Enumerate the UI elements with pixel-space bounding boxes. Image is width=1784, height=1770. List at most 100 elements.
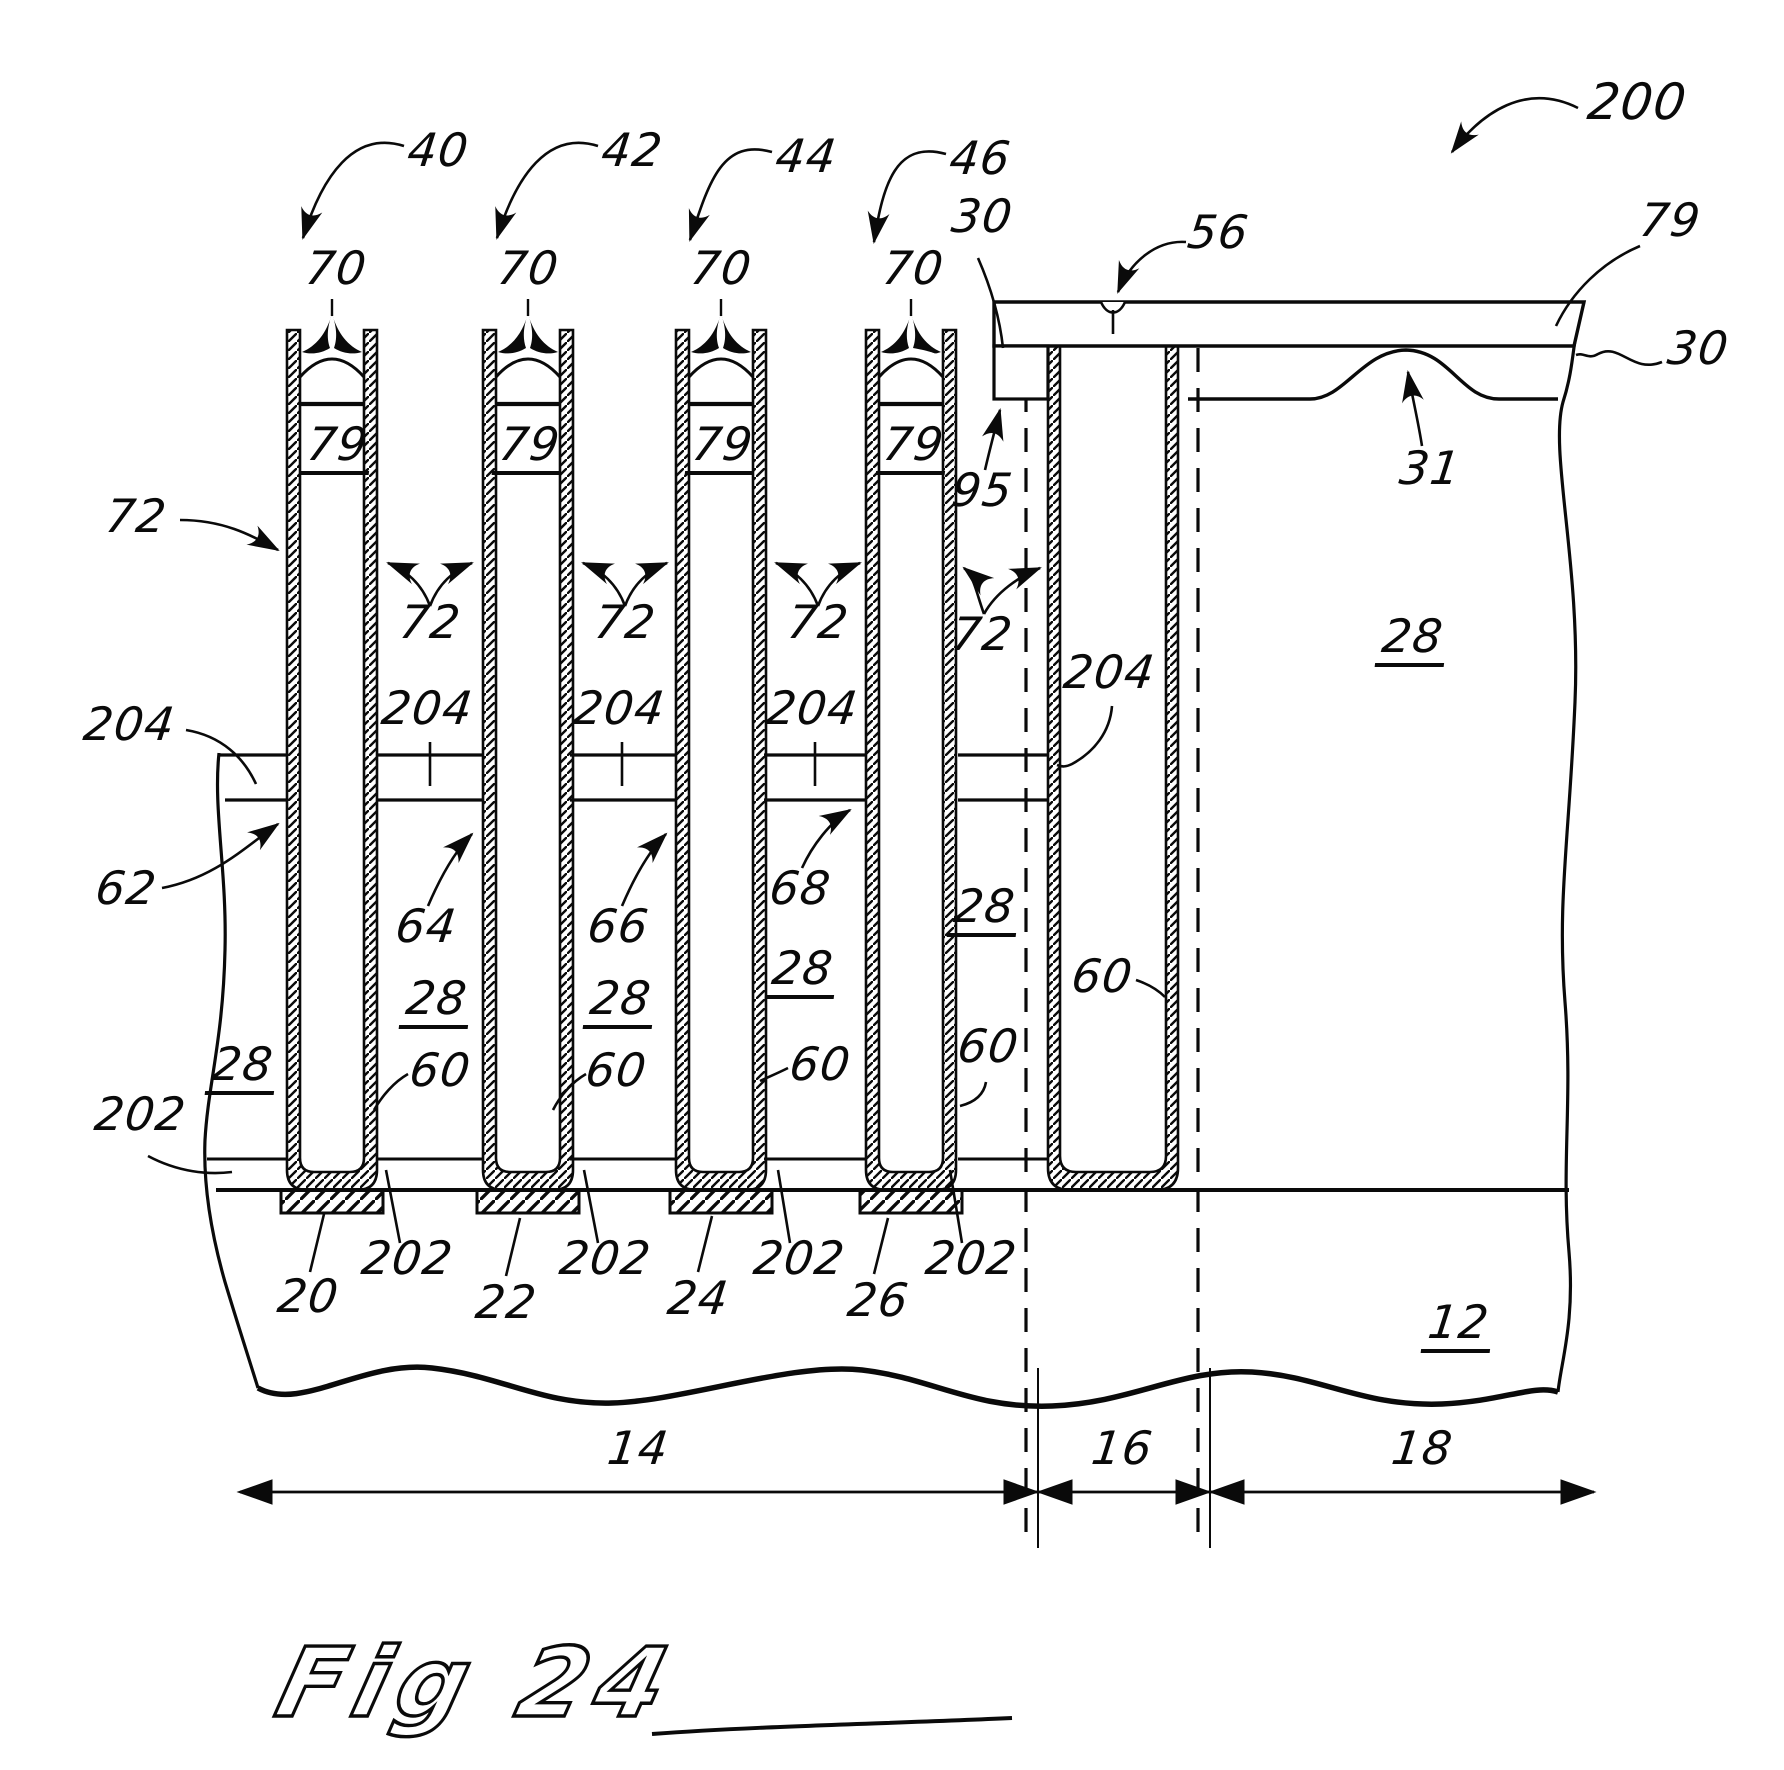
trench-bottom-pads [279,1188,964,1215]
ticks-202 [384,1169,964,1244]
ticks-204 [428,742,817,786]
ref-label-42: 42 [598,123,666,177]
ref-label-28-m1: 28 [398,971,474,1030]
ref-label-204-m1: 204 [378,681,477,735]
ref-label-95: 95 [948,463,1016,517]
ref-label-79-t4: 79 [875,417,951,476]
plain-leaders [147,244,1663,1277]
ref-label-26: 26 [844,1273,912,1327]
ref-label-72-m4: 72 [948,607,1016,661]
ref-label-79-t1: 79 [299,417,375,476]
leader-202-left [147,1154,233,1175]
ref-label-202-left: 202 [91,1087,190,1141]
wide-trench-liner [1046,344,1180,1192]
arrow-44 [688,148,773,242]
dim-label-18: 18 [1388,1421,1456,1475]
leader-30-left [976,257,1005,349]
ref-label-46: 46 [946,131,1014,185]
layer-30-bump-31 [1188,348,1558,401]
ref-label-72-m3: 72 [784,595,852,649]
ref-label-30-left: 30 [948,189,1016,243]
ref-label-60-m1: 60 [406,1043,474,1097]
leader-79-right [1554,244,1641,327]
ref-label-28-m4: 28 [946,879,1022,938]
seam-70-3 [687,299,755,378]
leader-arrows [161,97,1579,907]
ref-label-79-t2: 79 [491,417,567,476]
ref-label-72-m2: 72 [591,595,659,649]
leader-204-right [1056,705,1114,768]
arrow-68 [800,808,852,869]
ref-label-22: 22 [472,1275,540,1329]
ref-label-24: 24 [664,1271,732,1325]
leader-60-wide [1135,978,1166,998]
figure-signature: Fig 24 [265,1626,1013,1740]
seam-70-marks [298,299,945,378]
ref-label-204-left: 204 [80,697,179,751]
arrow-95 [982,408,1004,471]
arrow-62 [161,822,280,890]
ref-label-72-m1: 72 [396,595,464,649]
ref-label-79-t3: 79 [684,417,760,476]
ref-label-200: 200 [1584,73,1691,131]
arrow-200 [1450,97,1579,154]
leader-60-2 [551,1072,587,1111]
ref-label-79-right: 79 [1636,193,1704,247]
dim-label-14: 14 [604,1421,672,1475]
ref-label-70-1: 70 [302,241,370,295]
seam-70-1 [298,299,366,378]
top-slab [992,300,1587,401]
ref-label-72-left: 72 [102,489,170,543]
ref-label-70-2: 70 [494,241,562,295]
ref-label-64: 64 [392,899,460,953]
ref-label-202-b4: 202 [922,1231,1021,1285]
ref-label-204-m3: 204 [763,681,862,735]
arrow-40 [301,141,405,240]
cap-30-tab [992,344,1050,401]
arrow-46 [867,150,947,244]
ref-label-60-m3: 60 [786,1037,854,1091]
ref-label-20: 20 [274,1269,342,1323]
ref-label-31: 31 [1396,441,1464,495]
ref-label-60-m4: 60 [954,1019,1022,1073]
arrow-64 [426,832,474,907]
leader-60-3 [759,1066,789,1083]
figure-signature-text: Fig 24 [267,1627,689,1738]
ref-label-202-b1: 202 [358,1231,457,1285]
ref-label-70-3: 70 [687,241,755,295]
ref-label-44: 44 [772,129,840,183]
ref-label-40: 40 [404,123,472,177]
arrow-66 [620,832,668,907]
ref-label-66: 66 [584,899,652,953]
ref-label-60-m2: 60 [582,1043,650,1097]
ref-label-202-b3: 202 [750,1231,849,1285]
ref-label-28-left: 28 [204,1037,280,1096]
leader-30-right [1575,350,1663,366]
dim-label-16: 16 [1088,1421,1156,1475]
ref-label-28-right: 28 [1374,609,1450,668]
arrow-72-left [179,518,280,552]
ref-label-12: 12 [1420,1295,1496,1354]
ref-label-60-wide: 60 [1068,949,1136,1003]
arrow-56 [1116,240,1187,294]
ref-label-68: 68 [766,861,834,915]
seam-70-4 [877,299,945,378]
leader-60-1 [372,1072,409,1111]
leader-60-4 [959,1081,988,1108]
ref-label-204-m2: 204 [570,681,669,735]
ref-label-28-m3: 28 [764,941,840,1000]
arrow-31 [1402,370,1424,447]
ref-label-56: 56 [1184,205,1252,259]
ref-label-62: 62 [92,861,160,915]
seam-70-2 [494,299,562,378]
dimension-line [236,1368,1597,1548]
leader-204-left [185,728,258,785]
ticks-20-26 [308,1213,890,1277]
ref-label-204-right: 204 [1060,645,1159,699]
ref-label-70-4: 70 [879,241,947,295]
ref-label-28-m2: 28 [582,971,658,1030]
ref-label-30-right: 30 [1664,321,1732,375]
arrow-42 [495,141,599,240]
